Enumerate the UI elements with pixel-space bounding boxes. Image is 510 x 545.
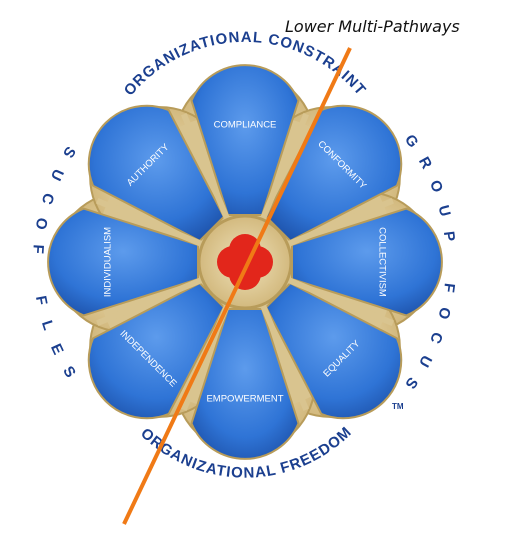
petal-shape bbox=[190, 307, 300, 460]
side-label-letter: S bbox=[59, 363, 79, 381]
petal-label: COLLECTIVISM bbox=[376, 227, 387, 297]
petal-authority: AUTHORITY bbox=[87, 104, 226, 243]
side-label-letter: F bbox=[440, 282, 458, 293]
spoke bbox=[286, 276, 394, 327]
petal-shape bbox=[290, 207, 443, 317]
petal-shape bbox=[87, 281, 226, 420]
spoke bbox=[259, 303, 310, 411]
side-label-letter: G bbox=[401, 131, 422, 150]
side-label-letter: L bbox=[38, 318, 57, 332]
petal-label: INDIVIDUALISM bbox=[103, 227, 114, 297]
spoke bbox=[259, 113, 310, 221]
annotation-title: Lower Multi-Pathways bbox=[285, 17, 460, 36]
petal-shape bbox=[264, 281, 403, 420]
side-label-letter: O bbox=[32, 216, 51, 231]
side-label-letter: C bbox=[426, 329, 446, 345]
side-label-letter: F bbox=[32, 294, 50, 306]
spoke bbox=[96, 276, 204, 327]
petal-shape bbox=[264, 104, 403, 243]
side-label-letter: O bbox=[434, 305, 453, 321]
spoke bbox=[180, 113, 231, 221]
spoke bbox=[286, 197, 394, 248]
side-label-letter: U bbox=[47, 166, 67, 183]
side-label-letter: P bbox=[440, 230, 458, 242]
petal-compliance: COMPLIANCE bbox=[190, 64, 300, 217]
side-label-letter: C bbox=[38, 191, 58, 207]
side-label-letter: O bbox=[426, 178, 446, 195]
petal-group: COMPLIANCECONFORMITYCOLLECTIVISMEQUALITY… bbox=[47, 64, 443, 460]
petal-shape bbox=[47, 207, 200, 317]
petal-individualism: INDIVIDUALISM bbox=[47, 207, 200, 317]
side-label-letter: U bbox=[434, 204, 453, 219]
petal-collectivism: COLLECTIVISM bbox=[290, 207, 443, 317]
petal-label: EMPOWERMENT bbox=[206, 394, 283, 405]
annotation-line bbox=[122, 47, 352, 525]
petal-empowerment: EMPOWERMENT bbox=[190, 307, 300, 460]
petal-independence: INDEPENDENCE bbox=[87, 281, 226, 420]
center-hub bbox=[197, 214, 293, 310]
spoke bbox=[96, 197, 204, 248]
side-label-letter: S bbox=[59, 143, 79, 161]
center-lobe bbox=[217, 246, 249, 278]
petal-shape bbox=[190, 64, 300, 217]
side-label-letter: F bbox=[29, 244, 47, 254]
side-label-letter: R bbox=[415, 154, 435, 172]
side-label-letter: S bbox=[401, 374, 421, 392]
petal-conformity: CONFORMITY bbox=[264, 104, 403, 243]
spoke-group bbox=[96, 113, 394, 411]
petal-label: COMPLIANCE bbox=[214, 120, 277, 131]
petal-equality: EQUALITY bbox=[264, 281, 403, 420]
side-label-letter: U bbox=[415, 352, 435, 370]
trademark-mark: TM bbox=[392, 402, 404, 411]
side-label-letter: E bbox=[47, 341, 67, 357]
petal-shape bbox=[87, 104, 226, 243]
